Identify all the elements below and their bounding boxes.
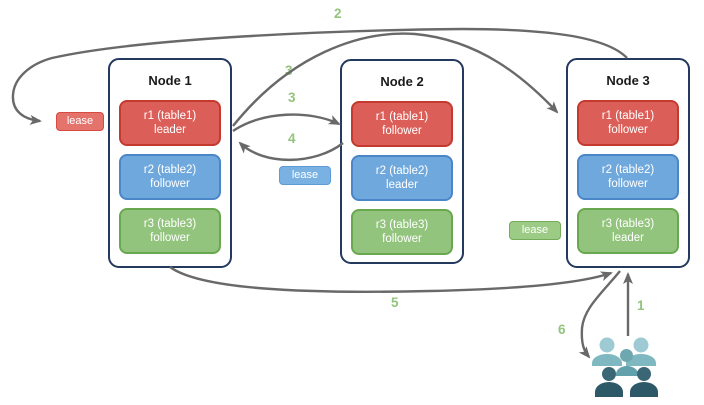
node-2: Node 2 r1 (table1) follower r2 (table2) … <box>340 59 464 264</box>
user-head <box>599 337 615 353</box>
replica-role: follower <box>608 124 648 136</box>
user-body <box>626 354 656 366</box>
user-head <box>633 337 649 353</box>
lease-badge-table3: lease <box>509 221 561 240</box>
lease-badge-table2: lease <box>279 166 331 185</box>
users-icon <box>592 337 658 397</box>
node-3: Node 3 r1 (table1) follower r2 (table2) … <box>566 58 690 268</box>
user-body <box>595 382 623 397</box>
user-head <box>620 349 633 362</box>
node-1-replica-r2: r2 (table2) follower <box>119 154 221 200</box>
node-3-replica-r3: r3 (table3) leader <box>577 208 679 254</box>
node-2-replica-r1: r1 (table1) follower <box>351 101 453 147</box>
replica-role: follower <box>382 125 422 137</box>
node-1-replica-r3: r3 (table3) follower <box>119 208 221 254</box>
user-body <box>592 354 622 366</box>
node-2-replica-r3: r3 (table3) follower <box>351 209 453 255</box>
step-label-6: 6 <box>558 322 566 337</box>
arrow-step-3-to-node2 <box>232 113 341 132</box>
node-1-replica-r1: r1 (table1) leader <box>119 100 221 146</box>
node-3-replica-r2: r2 (table2) follower <box>577 154 679 200</box>
replica-name: r1 (table1) <box>143 110 197 122</box>
user-body <box>630 382 658 397</box>
node-3-title: Node 3 <box>606 73 650 88</box>
replica-role: follower <box>150 178 190 190</box>
replica-role: follower <box>382 233 422 245</box>
user-head <box>602 367 616 381</box>
step-label-4: 4 <box>288 131 296 146</box>
arrow-step-5 <box>169 266 613 293</box>
replica-role: leader <box>154 124 186 136</box>
replica-role: follower <box>150 232 190 244</box>
replica-name: r3 (table3) <box>601 218 655 230</box>
replica-name: r2 (table2) <box>143 164 197 176</box>
node-1: Node 1 r1 (table1) leader r2 (table2) fo… <box>108 58 232 268</box>
replica-name: r2 (table2) <box>375 165 429 177</box>
replica-role: leader <box>612 232 644 244</box>
replica-role: follower <box>608 178 648 190</box>
replica-name: r1 (table1) <box>601 110 655 122</box>
node-2-title: Node 2 <box>380 74 424 89</box>
arrow-step-2 <box>11 27 628 125</box>
replica-name: r1 (table1) <box>375 111 429 123</box>
replica-name: r3 (table3) <box>143 218 197 230</box>
node-2-replica-r2: r2 (table2) leader <box>351 155 453 201</box>
step-label-3a: 3 <box>285 63 293 78</box>
step-label-3b: 3 <box>288 90 296 105</box>
step-label-5: 5 <box>391 295 399 310</box>
node-1-title: Node 1 <box>148 73 192 88</box>
user-body <box>616 366 638 376</box>
replica-role: leader <box>386 179 418 191</box>
lease-badge-table1: lease <box>56 112 104 131</box>
step-label-1: 1 <box>637 298 645 313</box>
node-3-replica-r1: r1 (table1) follower <box>577 100 679 146</box>
user-head <box>637 367 651 381</box>
replica-name: r2 (table2) <box>601 164 655 176</box>
step-label-2: 2 <box>334 6 342 21</box>
replica-name: r3 (table3) <box>375 219 429 231</box>
